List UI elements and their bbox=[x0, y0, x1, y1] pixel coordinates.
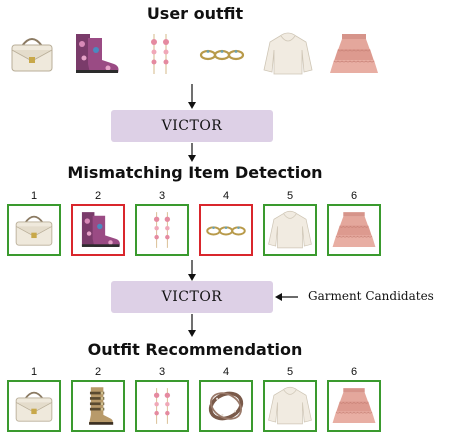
matching-item-box bbox=[263, 204, 317, 256]
rings-icon bbox=[194, 30, 250, 78]
item-number: 3 bbox=[158, 190, 166, 202]
recommended-item-box bbox=[71, 380, 125, 432]
crossover-ring-icon bbox=[201, 382, 251, 430]
mismatching-item-box bbox=[199, 204, 253, 256]
item-number: 6 bbox=[350, 190, 358, 202]
item-number: 4 bbox=[222, 366, 230, 378]
matching-item-box bbox=[135, 204, 189, 256]
down-arrow-icon bbox=[188, 143, 196, 162]
handbag-icon bbox=[4, 30, 60, 78]
victor-model-box: VICTOR bbox=[111, 281, 273, 313]
recommended-item-box bbox=[135, 380, 189, 432]
item-number: 2 bbox=[94, 366, 102, 378]
garment-candidates-label: Garment Candidates bbox=[308, 289, 434, 303]
handbag-icon bbox=[9, 382, 59, 430]
item-number: 4 bbox=[222, 190, 230, 202]
rain-boots-icon bbox=[73, 206, 123, 254]
item-number: 2 bbox=[94, 190, 102, 202]
item-number: 1 bbox=[30, 190, 38, 202]
matching-item-box bbox=[327, 204, 381, 256]
down-arrow-icon bbox=[188, 84, 196, 109]
earrings-icon bbox=[137, 382, 187, 430]
down-arrow-icon bbox=[188, 260, 196, 281]
recommended-item-box bbox=[327, 380, 381, 432]
item-number: 5 bbox=[286, 366, 294, 378]
user-outfit-heading: User outfit bbox=[146, 4, 244, 23]
earrings-icon bbox=[137, 206, 187, 254]
item-number: 6 bbox=[350, 366, 358, 378]
item-number: 5 bbox=[286, 190, 294, 202]
ruffle-skirt-icon bbox=[329, 382, 379, 430]
item-number: 1 bbox=[30, 366, 38, 378]
earrings-icon bbox=[132, 30, 188, 78]
recommended-item-box bbox=[263, 380, 317, 432]
victor-model-box: VICTOR bbox=[111, 110, 273, 142]
item-number: 3 bbox=[158, 366, 166, 378]
hoodie-icon bbox=[260, 30, 316, 78]
recommended-item-box bbox=[199, 380, 253, 432]
left-arrow-icon bbox=[275, 293, 298, 301]
ruffle-skirt-icon bbox=[326, 30, 382, 78]
handbag-icon bbox=[9, 206, 59, 254]
rain-boots-icon bbox=[66, 30, 122, 78]
buckle-boots-icon bbox=[73, 382, 123, 430]
hoodie-icon bbox=[265, 206, 315, 254]
recommended-item-box bbox=[7, 380, 61, 432]
mismatching-item-box bbox=[71, 204, 125, 256]
recommendation-heading: Outfit Recommendation bbox=[87, 340, 303, 359]
matching-item-box bbox=[7, 204, 61, 256]
hoodie-icon bbox=[265, 382, 315, 430]
down-arrow-icon bbox=[188, 314, 196, 337]
detection-heading: Mismatching Item Detection bbox=[67, 163, 323, 182]
ruffle-skirt-icon bbox=[329, 206, 379, 254]
rings-icon bbox=[201, 206, 251, 254]
